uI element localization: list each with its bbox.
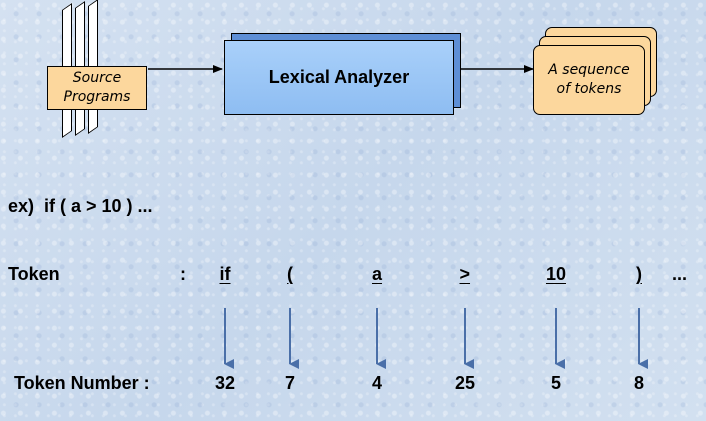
token-5: 10 [546, 264, 567, 284]
token-row-colon: : [180, 264, 186, 284]
token-1: if [219, 264, 231, 284]
token-number-5: 5 [551, 373, 562, 393]
token-number-1: 32 [215, 373, 236, 393]
token-number-2: 7 [285, 373, 296, 393]
source-programs-label: Source Programs [47, 66, 147, 110]
token-2: ( [287, 264, 293, 284]
token-4: > [459, 264, 471, 284]
token-number-label: Token Number : [14, 373, 150, 393]
output-line-2: of tokens [556, 81, 622, 97]
token-3: a [372, 264, 383, 284]
token-number-3: 4 [372, 373, 383, 393]
lexical-analyzer-box: Lexical Analyzer [224, 40, 454, 115]
lexical-analyzer-label: Lexical Analyzer [268, 67, 410, 87]
example-expression: ex) if ( a > 10 ) ... [8, 196, 153, 216]
token-6: ) [636, 264, 642, 284]
source-line-2: Programs [63, 89, 131, 105]
token-number-6: 8 [634, 373, 645, 393]
token-row-ellipsis: ... [672, 264, 688, 284]
token-row-label: Token [8, 264, 60, 284]
source-line-1: Source [72, 70, 122, 86]
tokens-card-front: A sequence of tokens [533, 45, 645, 115]
output-line-1: A sequence [548, 62, 630, 78]
token-number-4: 25 [455, 373, 476, 393]
